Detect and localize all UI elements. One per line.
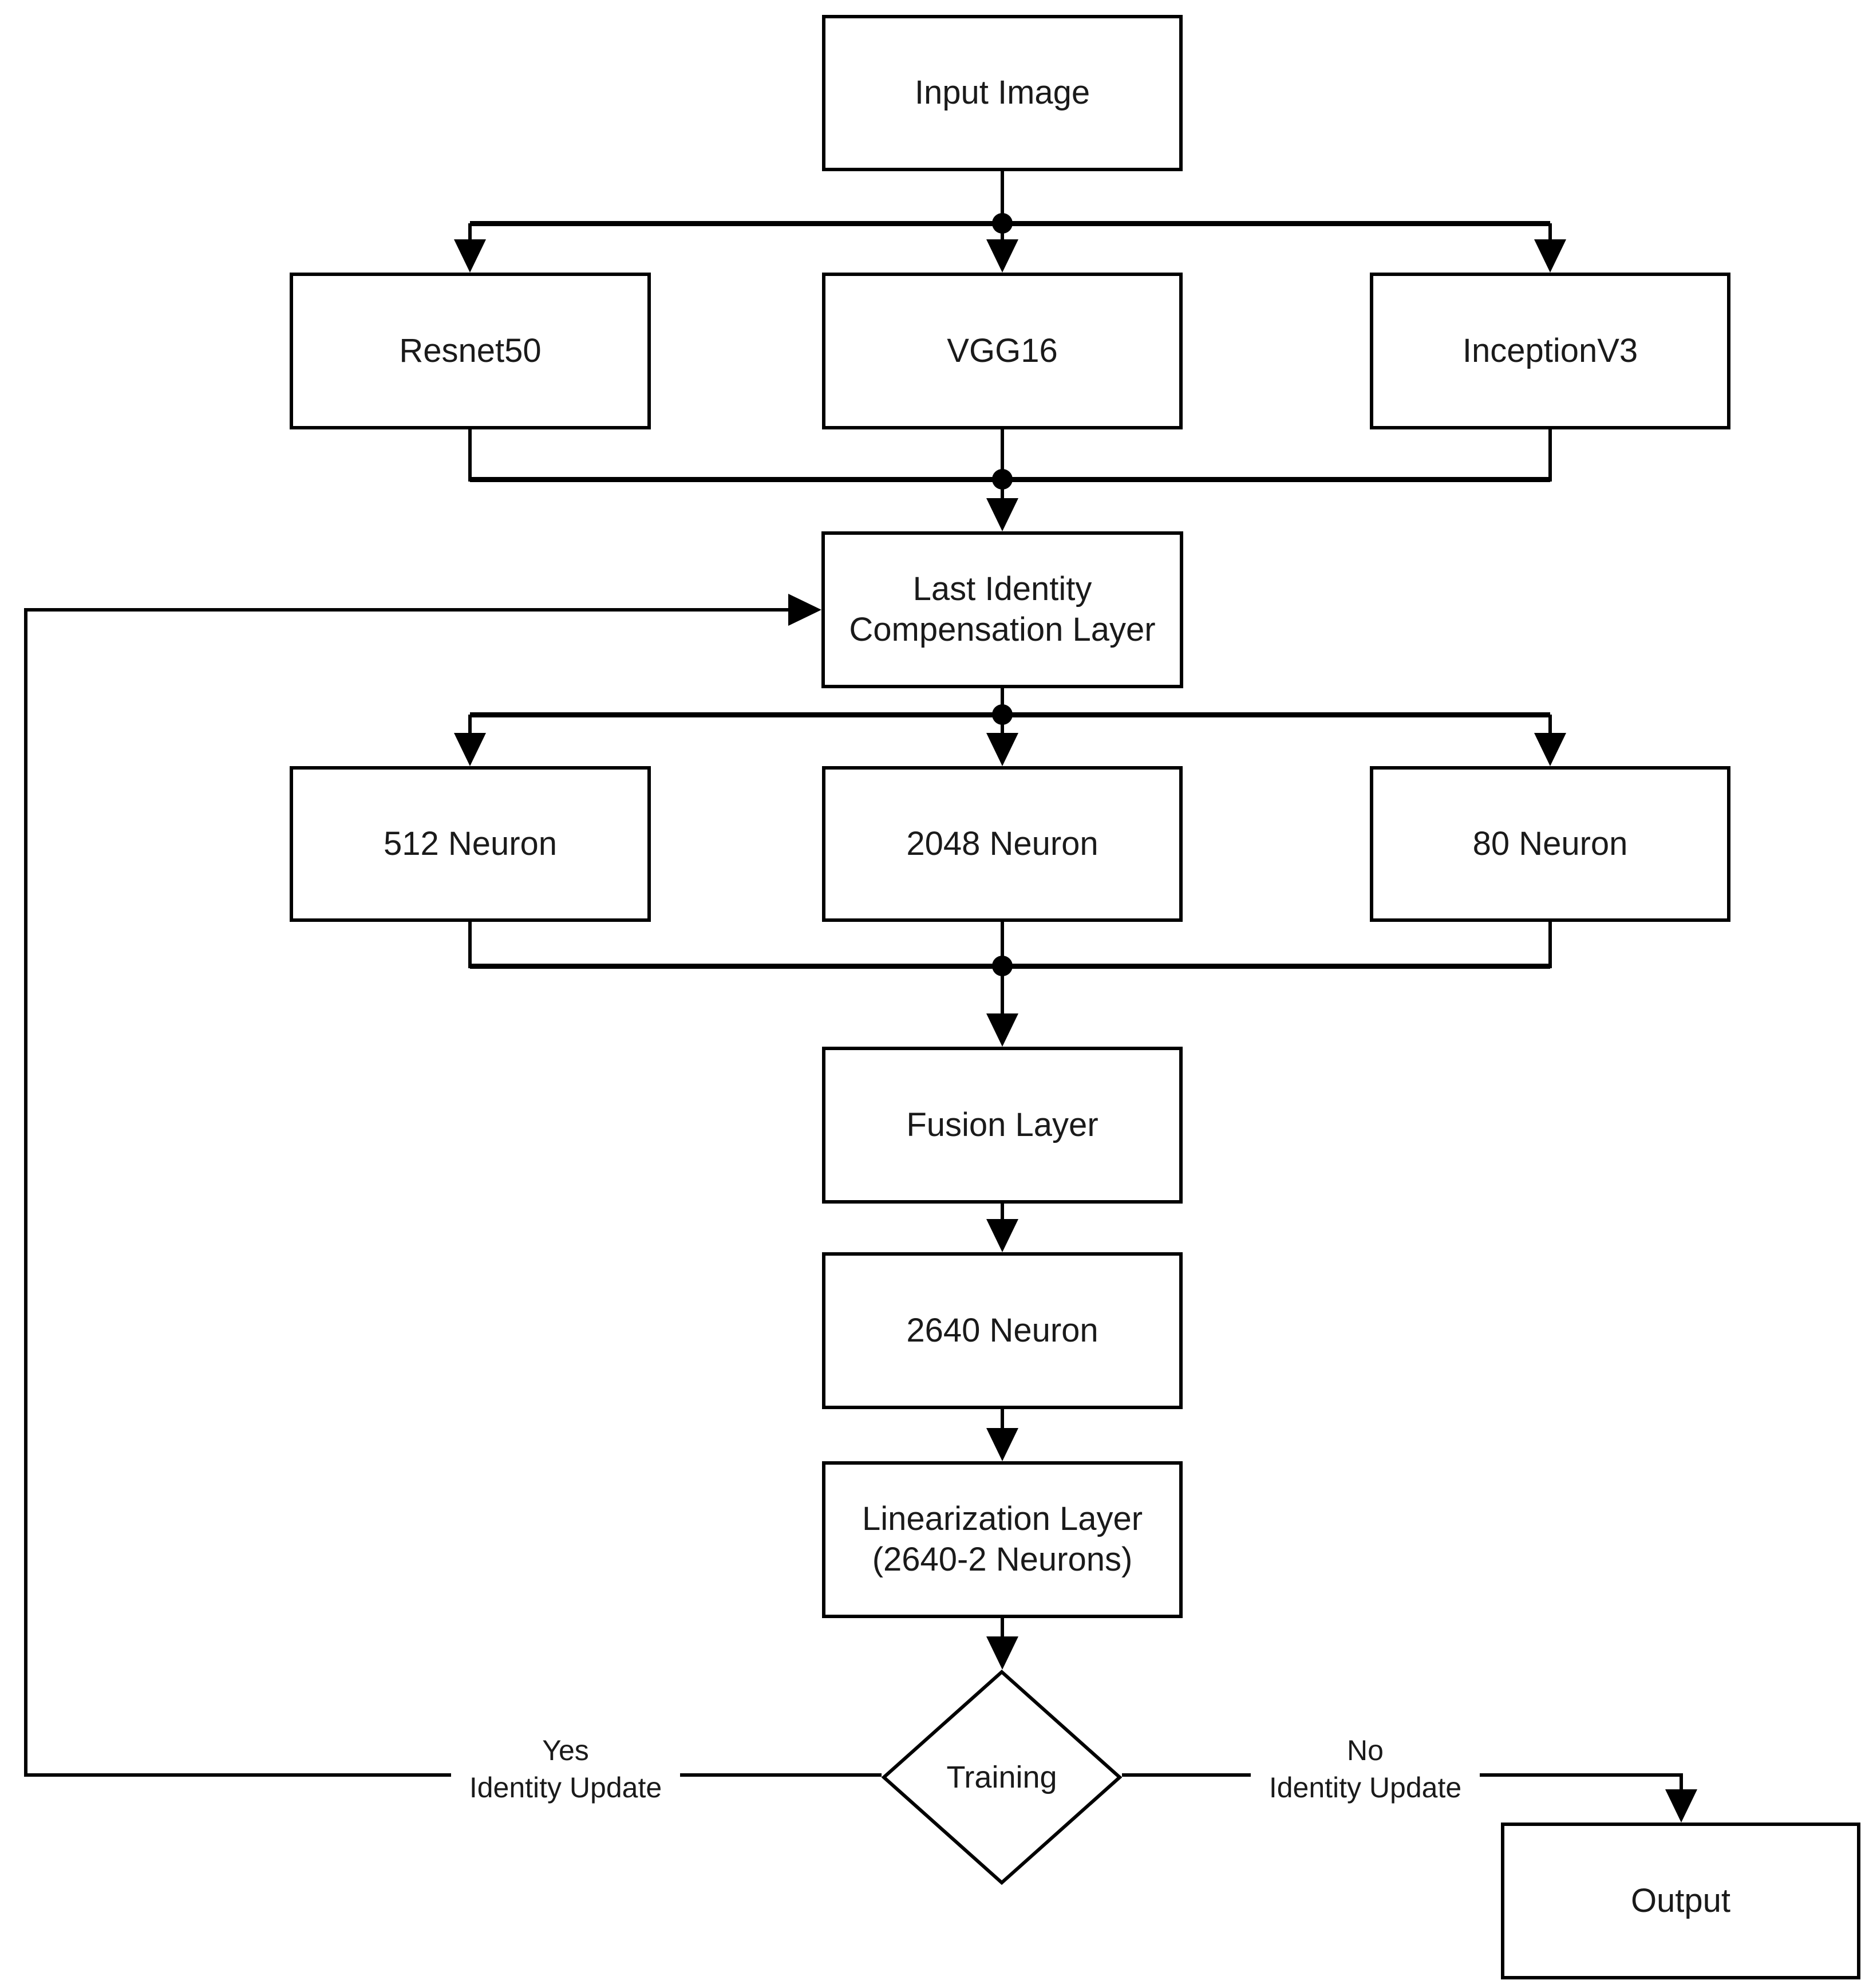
edge-label-yes-line1: Yes: [542, 1734, 589, 1766]
arrowhead-into-inceptionv3: [1534, 239, 1566, 273]
edge-no-branch-vertical-line: [1680, 1773, 1683, 1793]
junction-dot-split-backbones: [992, 213, 1013, 234]
node-output-label: Output: [1630, 1882, 1731, 1919]
edge-split-to-80-line: [1548, 715, 1552, 736]
node-training-label: Training: [946, 1760, 1057, 1794]
node-inceptionv3: InceptionV3: [1370, 273, 1730, 429]
edge-resnet50-down-line: [468, 429, 472, 482]
edge-yes-branch-return-line: [24, 608, 790, 612]
edge-split-to-2048-line: [1001, 715, 1004, 736]
node-512-neuron-label: 512 Neuron: [383, 825, 558, 862]
edge-label-no-line2: Identity Update: [1269, 1772, 1462, 1804]
edge-80-down-line: [1548, 922, 1552, 968]
diamond-icon: [882, 1670, 1122, 1885]
junction-dot-merge-backbones: [992, 469, 1013, 490]
arrowhead-into-2048-neuron: [986, 733, 1018, 766]
arrowhead-into-last-identity: [986, 498, 1018, 531]
arrowhead-into-linearization: [986, 1428, 1018, 1461]
node-input-image-label: Input Image: [914, 74, 1090, 112]
node-80-neuron: 80 Neuron: [1370, 766, 1730, 922]
arrowhead-into-512-neuron: [454, 733, 486, 766]
node-resnet50: Resnet50: [290, 273, 651, 429]
edge-yes-branch-vertical-line: [24, 608, 27, 1777]
node-80-neuron-label: 80 Neuron: [1472, 825, 1628, 862]
arrowhead-into-last-identity-feedback: [788, 594, 821, 626]
edge-split-to-inceptionv3-line: [1548, 223, 1552, 243]
arrowhead-into-2640-neuron: [986, 1219, 1018, 1252]
edge-label-yes-line2: Identity Update: [469, 1772, 662, 1804]
arrowhead-into-output: [1665, 1789, 1697, 1823]
node-vgg16-label: VGG16: [947, 332, 1058, 369]
node-last-identity-compensation-layer: Last Identity Compensation Layer: [821, 531, 1183, 688]
edge-input-to-split-line: [1001, 171, 1004, 243]
node-linearization-layer: Linearization Layer (2640-2 Neurons): [822, 1461, 1183, 1618]
arrowhead-into-fusion-layer: [986, 1013, 1018, 1047]
edge-fusion-to-2640-line: [1001, 1204, 1004, 1221]
node-2048-neuron-label: 2048 Neuron: [906, 825, 1099, 862]
edge-label-no-identity-update: No Identity Update: [1251, 1723, 1480, 1815]
edge-last-identity-down-line: [1001, 688, 1004, 715]
edge-512-down-line: [468, 922, 472, 968]
edge-inceptionv3-down-line: [1548, 429, 1552, 482]
edge-2640-to-linearization-line: [1001, 1409, 1004, 1430]
node-last-identity-label-line2: Compensation Layer: [849, 611, 1156, 648]
node-2640-neuron-label: 2640 Neuron: [906, 1311, 1099, 1349]
junction-dot-merge-neurons: [992, 956, 1013, 976]
edge-vgg16-down-line: [1001, 429, 1004, 482]
junction-dot-split-neurons: [992, 704, 1013, 725]
node-fusion-layer: Fusion Layer: [822, 1047, 1183, 1204]
node-inceptionv3-label: InceptionV3: [1462, 332, 1638, 369]
node-last-identity-label-line1: Last Identity: [912, 570, 1092, 608]
edge-label-yes-identity-update: Yes Identity Update: [451, 1723, 680, 1815]
node-linearization-label-line1: Linearization Layer: [862, 1500, 1143, 1538]
node-fusion-layer-label: Fusion Layer: [906, 1106, 1099, 1143]
arrowhead-into-vgg16: [986, 239, 1018, 273]
edge-split-to-512-line: [468, 715, 472, 736]
edge-merge-to-fusion-line: [1001, 966, 1004, 1016]
edge-2048-down-line: [1001, 922, 1004, 968]
node-resnet50-label: Resnet50: [399, 332, 542, 369]
edge-split-to-resnet50-line: [468, 223, 472, 243]
edge-linearization-to-training-line: [1001, 1618, 1004, 1639]
edge-merge-to-last-identity-line: [1001, 479, 1004, 502]
node-input-image: Input Image: [822, 15, 1183, 171]
node-linearization-label-line2: (2640-2 Neurons): [872, 1541, 1133, 1578]
node-2048-neuron: 2048 Neuron: [822, 766, 1183, 922]
arrowhead-into-resnet50: [454, 239, 486, 273]
node-2640-neuron: 2640 Neuron: [822, 1252, 1183, 1409]
arrowhead-into-training: [986, 1636, 1018, 1670]
node-512-neuron: 512 Neuron: [290, 766, 651, 922]
node-vgg16: VGG16: [822, 273, 1183, 429]
arrowhead-into-80-neuron: [1534, 733, 1566, 766]
node-training-decision: Training: [882, 1670, 1122, 1885]
edge-label-no-line1: No: [1347, 1734, 1384, 1766]
node-output: Output: [1501, 1823, 1860, 1979]
